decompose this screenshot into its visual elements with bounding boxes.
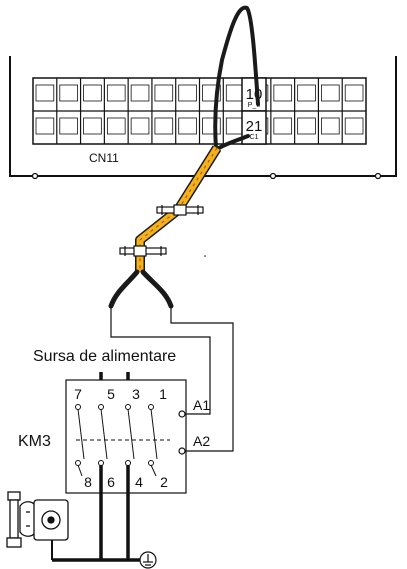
terminal-block-label: CN11 <box>89 151 119 165</box>
terminal-10-code: P_0 <box>248 102 261 109</box>
small-dot <box>204 255 206 257</box>
wire-from-terminal-21 <box>217 134 250 150</box>
cable-clamp-icon <box>119 245 167 257</box>
terminal-label-7: 7 <box>74 386 82 402</box>
power-supply-label: Sursa de alimentare <box>33 348 176 365</box>
terminal-cell-slot <box>35 84 55 102</box>
terminal-cell-slot <box>202 84 221 102</box>
board-screw-hole <box>31 172 39 180</box>
terminal-cell-slot <box>35 117 55 135</box>
terminal-cell-slot <box>297 84 316 102</box>
coil-control-lines <box>110 306 234 452</box>
coil-label-a2: A2 <box>193 433 210 449</box>
terminal-21-number: 21 <box>246 118 263 135</box>
terminal-cell-slot <box>297 117 316 135</box>
board-screw-hole <box>269 172 277 180</box>
terminal-cell-slot <box>130 84 150 102</box>
terminal-cell-slot <box>83 84 102 102</box>
terminal-label-3: 3 <box>132 386 140 402</box>
terminal-cell-slot <box>59 117 78 135</box>
split-cable-ends <box>108 269 174 309</box>
line-to-a2 <box>170 306 234 452</box>
terminal-label-5: 5 <box>107 386 115 402</box>
terminal-cell-slot <box>321 117 340 135</box>
contactor-body <box>65 379 187 494</box>
contactor-km3: 7 5 3 1 8 6 4 2 <box>18 379 210 494</box>
output-wires <box>51 465 140 562</box>
terminal-cell-slot <box>273 117 293 135</box>
terminal-21-code: C1 <box>250 134 259 141</box>
terminal-label-6: 6 <box>107 474 115 490</box>
cable-clamp-icon <box>156 204 204 216</box>
terminal-cell-slot <box>130 117 150 135</box>
terminal-cell-slot <box>83 117 102 135</box>
terminal-cell-slot <box>106 84 126 102</box>
terminal-cell-slot <box>273 84 293 102</box>
wire-from-terminal-10 <box>213 5 260 150</box>
coil-label-a1: A1 <box>193 397 210 413</box>
terminal-cell-slot <box>59 84 78 102</box>
line-to-a1 <box>110 306 211 415</box>
board-screw-hole <box>374 172 382 180</box>
ground-icon <box>139 551 157 569</box>
terminal-label-4: 4 <box>135 474 143 490</box>
terminal-label-1: 1 <box>159 386 167 402</box>
terminal-cell-slot <box>344 84 364 102</box>
terminal-10-number: 10 <box>246 86 263 103</box>
control-wires <box>213 5 260 150</box>
terminal-cell-slot <box>202 117 221 135</box>
contactor-label: KM3 <box>18 433 51 450</box>
terminal-cell-slot <box>178 84 197 102</box>
circulation-pump-icon <box>6 491 69 548</box>
contact-1-2 <box>148 404 158 477</box>
terminal-cell-slot <box>106 117 126 135</box>
terminal-cell-slot <box>321 84 340 102</box>
terminal-label-8: 8 <box>84 474 92 490</box>
terminal-cell-slot <box>154 117 174 135</box>
terminal-cell-slot <box>344 117 364 135</box>
switch-contacts <box>75 404 170 477</box>
terminal-block-cn11: 10 P_0 21 C1 CN11 <box>32 77 367 165</box>
terminal-label-2: 2 <box>160 474 168 490</box>
terminal-cell-slot <box>178 117 197 135</box>
terminal-highlight-10 <box>241 77 267 112</box>
coil-terminal-a1 <box>178 410 186 418</box>
coil-terminal-a2 <box>178 447 186 455</box>
contact-3-4 <box>125 404 135 466</box>
terminal-cell-slot <box>154 84 174 102</box>
contact-7-8 <box>75 404 85 477</box>
